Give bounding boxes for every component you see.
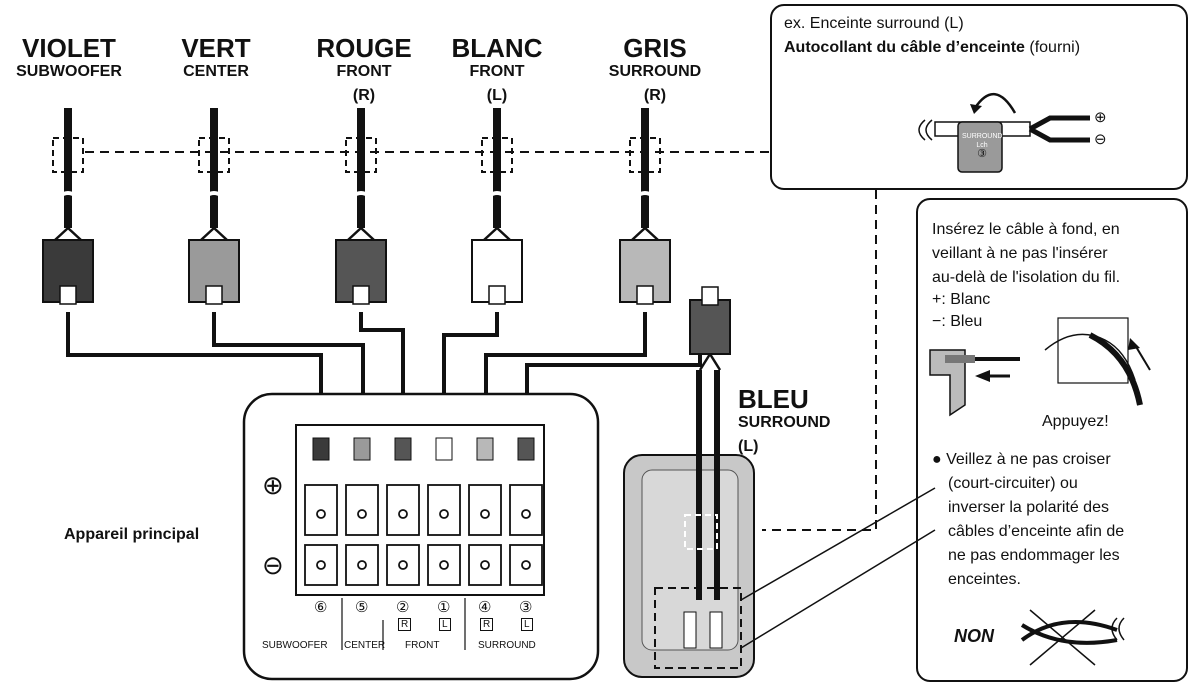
sticker-label: SURROUND Lch ③ — [962, 132, 1003, 160]
insert-illustration — [929, 317, 1151, 417]
sticker-title-line: Autocollant du câble d’enceinte (fourni) — [784, 36, 1080, 60]
insert-line3: au-delà de l'isolation du fil. — [932, 269, 1121, 286]
main-unit-label: Appareil principal — [64, 526, 200, 543]
group-label-surround: SURROUND — [478, 640, 536, 651]
connector-function-surround-l: SURROUND — [738, 414, 831, 431]
connector-color-bleu: BLEU — [738, 384, 809, 414]
appuyez-label: Appuyez! — [1042, 413, 1109, 430]
insert-line1: Insérez le câble à fond, en — [932, 221, 1120, 238]
terminal-number-6: ⑥ — [314, 599, 328, 616]
warn-line4: câbles d’enceinte afin de — [948, 523, 1125, 540]
terminal-side-r-surround: R — [480, 618, 494, 631]
warn-line6: enceintes. — [948, 571, 1021, 588]
terminal-number-5: ⑤ — [355, 599, 369, 616]
connector-function-front-l: FRONT — [469, 63, 525, 80]
terminal-number-1: ① — [437, 599, 451, 616]
pointer-line-1 — [740, 487, 936, 601]
pointer-line-2 — [740, 529, 936, 649]
plug-body-bleu — [689, 299, 731, 355]
connector-side-r: (R) — [352, 87, 376, 104]
terminal-side-r-front: R — [398, 618, 412, 631]
terminal-number-2: ② — [396, 599, 410, 616]
sticker-line2: Lch — [976, 142, 988, 149]
warn-line1: ● Veillez à ne pas croiser — [932, 451, 1111, 468]
insert-callout: Insérez le câble à fond, en veillant à n… — [916, 198, 1188, 682]
sticker-line1: SURROUND — [962, 133, 1003, 140]
warn-line3: inverser la polarité des — [948, 499, 1109, 516]
warn-line5: ne pas endommager les — [948, 547, 1120, 564]
main-unit-plus-symbol: ⊕ — [262, 470, 284, 500]
connector-color-vert: VERT — [181, 33, 251, 63]
connector-function-front-r: FRONT — [336, 63, 392, 80]
terminal-color-squares — [312, 437, 535, 461]
plug-vert — [188, 108, 240, 305]
sticker-example-text: ex. Enceinte surround (L) — [784, 15, 964, 32]
plug-rouge — [335, 108, 387, 305]
insert-plus-blanc: +: Blanc — [932, 291, 991, 308]
plug-blanc — [471, 108, 523, 305]
terminal-sockets — [304, 484, 543, 586]
connector-color-blanc: BLANC — [451, 33, 543, 63]
sticker-illustration — [918, 92, 1090, 173]
connector-function-subwoofer: SUBWOOFER — [16, 63, 122, 80]
connector-side-l: (L) — [486, 87, 508, 104]
connector-side-surround-r: (R) — [643, 87, 667, 104]
connector-color-violet: VIOLET — [22, 33, 116, 63]
group-dividers — [341, 598, 466, 650]
connector-color-rouge: ROUGE — [316, 33, 412, 63]
insert-line2: veillant à ne pas l'insérer — [932, 245, 1108, 262]
sticker-title-suffix: (fourni) — [1024, 39, 1081, 56]
plug-violet — [42, 108, 94, 305]
connector-function-center: CENTER — [183, 63, 249, 80]
insert-minus-bleu: −: Bleu — [932, 313, 983, 330]
terminal-side-l-front: L — [439, 618, 451, 631]
warn-line2: (court-circuiter) ou — [948, 475, 1078, 492]
plug-gris — [619, 108, 671, 305]
connector-color-gris: GRIS — [623, 33, 687, 63]
non-crossed-wires-illustration — [1020, 609, 1125, 666]
sticker-plus-symbol: ⊕ — [1094, 109, 1107, 126]
terminal-number-4: ④ — [478, 599, 492, 616]
connector-function-surround-r: SURROUND — [608, 63, 702, 80]
group-label-subwoofer: SUBWOOFER — [262, 640, 328, 651]
group-label-center: CENTER — [344, 640, 386, 651]
sticker-title: Autocollant du câble d’enceinte — [784, 39, 1025, 56]
dashed-link-speaker — [762, 190, 877, 531]
sticker-number: ③ — [977, 148, 987, 160]
sticker-callout: ex. Enceinte surround (L) Autocollant du… — [770, 4, 1188, 190]
connector-side-surround-l: (L) — [738, 438, 759, 455]
bleu-speaker — [623, 286, 755, 678]
sticker-minus-symbol: ⊖ — [1094, 131, 1107, 148]
non-label: NON — [954, 626, 994, 646]
main-unit-minus-symbol: ⊖ — [262, 550, 284, 580]
group-label-front: FRONT — [405, 640, 440, 651]
terminal-number-3: ③ — [519, 599, 533, 616]
terminal-side-l-surround: L — [521, 618, 533, 631]
